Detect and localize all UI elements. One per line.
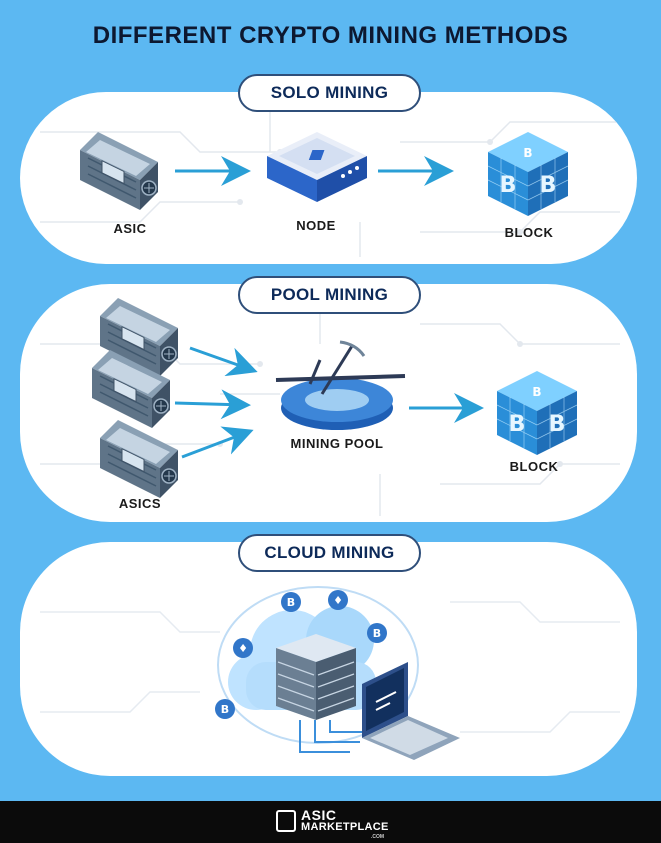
ethereum-coin-icon: ♦ — [233, 638, 253, 658]
block-label: BLOCK — [504, 225, 554, 240]
bitcoin-coin-icon: B — [367, 623, 387, 643]
logo-text-marketplace: MARKETPLACE — [301, 821, 389, 833]
svg-text:♦: ♦ — [333, 594, 343, 607]
svg-text:B: B — [373, 627, 381, 640]
asic-miner-icon — [79, 131, 159, 211]
pool-mining-diagram — [91, 297, 578, 499]
mining-pool-icon — [275, 340, 406, 430]
block-label: BLOCK — [509, 459, 559, 474]
ethereum-coin-icon: ♦ — [328, 590, 348, 610]
asic-marketplace-logo-icon — [276, 810, 296, 832]
solo-mining-diagram — [79, 131, 569, 217]
laptop-icon — [362, 662, 460, 760]
pool-mining-heading: POOL MINING — [238, 276, 421, 314]
svg-text:♦: ♦ — [238, 642, 248, 655]
server-rack-icon — [276, 634, 356, 720]
node-label: NODE — [296, 218, 336, 233]
svg-text:B: B — [221, 703, 229, 716]
logo-text-asic: ASIC — [301, 807, 337, 823]
mining-pool-label: MINING POOL — [290, 436, 384, 451]
connection-lines — [299, 720, 365, 753]
page-title: DIFFERENT CRYPTO MINING METHODS — [92, 22, 569, 49]
logo-text-com: .COM — [371, 834, 385, 840]
asics-label: ASICS — [118, 496, 162, 511]
solo-mining-heading: SOLO MINING — [238, 74, 421, 112]
asic-miner-icon — [99, 419, 179, 499]
bitcoin-coin-icon: B — [281, 592, 301, 612]
circuit-background — [40, 601, 620, 733]
arrow-icon — [189, 346, 258, 377]
asic-label: ASIC — [113, 221, 147, 236]
bitcoin-coin-icon: B — [215, 699, 235, 719]
arrow-icon — [181, 426, 254, 459]
footer-bar: ASIC MARKETPLACE .COM — [0, 801, 661, 843]
arrow-icon — [174, 389, 251, 420]
cloud-mining-diagram: B ♦ B ♦ B — [215, 586, 460, 760]
bitcoin-block-icon — [496, 370, 578, 456]
circuit-background — [40, 112, 620, 257]
bitcoin-block-icon — [487, 131, 569, 217]
cloud-mining-heading: CLOUD MINING — [238, 534, 421, 572]
node-server-icon — [267, 132, 367, 202]
svg-text:B: B — [287, 596, 295, 609]
